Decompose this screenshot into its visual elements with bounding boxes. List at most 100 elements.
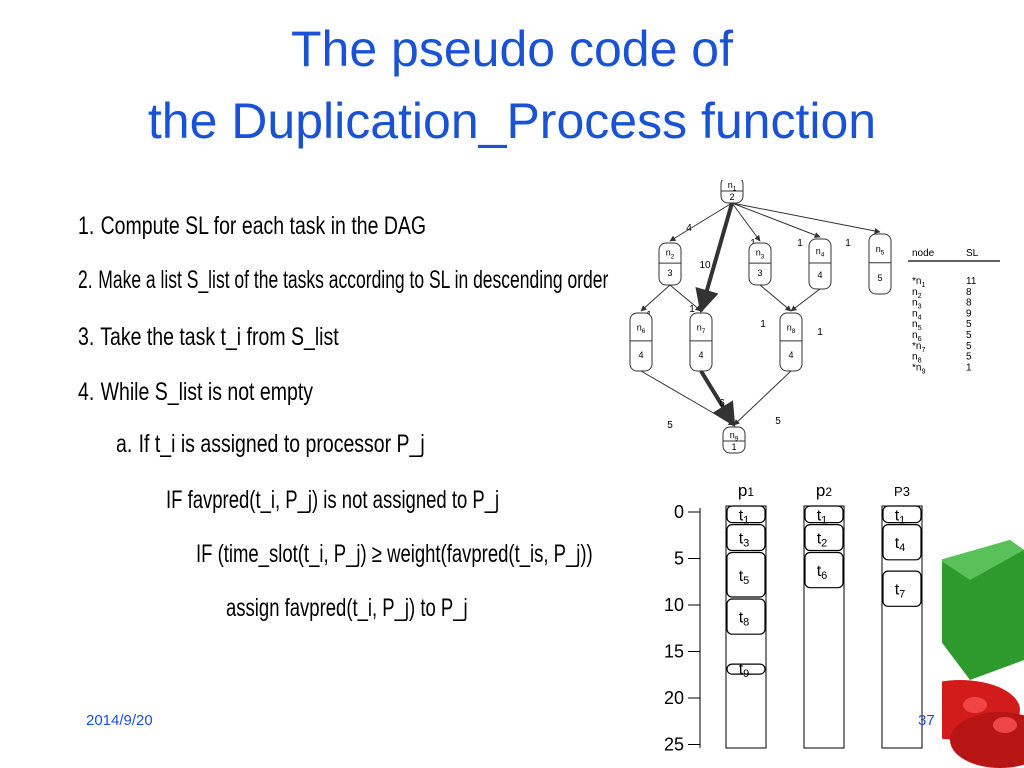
task-block-t8: t8	[726, 598, 766, 635]
sl-value: 5	[966, 319, 972, 330]
dag-node-weight: 2	[729, 192, 734, 202]
dag-node-weight: 3	[667, 268, 672, 278]
time-tick-label: 5	[674, 549, 684, 569]
dag-edge-n1-n5	[731, 202, 881, 234]
sl-row: *n7 5	[912, 341, 972, 354]
task-label: t5	[739, 568, 750, 587]
dag-node-weight: 5	[877, 273, 882, 283]
task-block-t3: t3	[726, 523, 766, 552]
dag-edge-n1-n2	[669, 202, 733, 242]
dag-node-label: n1	[728, 180, 737, 193]
processor-label: p2	[816, 481, 832, 500]
dag-node-label: n6	[637, 322, 646, 335]
dag-node-n9: n91	[722, 426, 746, 454]
sl-node: *n9	[912, 362, 925, 375]
dag-node-weight: 4	[698, 350, 703, 360]
dag-edge-n2-n6	[640, 284, 671, 312]
sl-header-node: node	[912, 248, 935, 259]
sl-row: *n9 1	[912, 362, 972, 375]
task-block-t4: t4	[882, 523, 922, 561]
dag-edge-weight: 6	[719, 398, 725, 409]
sl-row: *n1 11	[912, 276, 977, 289]
title-line-1: The pseudo code of	[291, 21, 733, 77]
sl-value: 8	[966, 287, 972, 298]
code-line-4: 4. While S_list is not empty	[78, 378, 313, 406]
code-line-8: assign favpred(t_i, P_j) to P_j	[226, 594, 468, 622]
dag-node-weight: 1	[731, 442, 736, 452]
sl-value: 5	[966, 341, 972, 352]
dag-edge-n2-n7	[669, 284, 702, 312]
sl-node: *n1	[912, 276, 925, 289]
code-line-2: 2. Make a list S_list of the tasks accor…	[78, 266, 609, 294]
task-label: t6	[817, 563, 828, 582]
task-label: t9	[739, 661, 750, 680]
code-line-3: 3. Take the task t_i from S_list	[78, 323, 339, 351]
task-block-t1: t1	[804, 505, 844, 526]
task-label: t1	[739, 507, 750, 526]
task-block-t5: t5	[726, 551, 766, 598]
sl-value: 11	[966, 276, 977, 287]
dag-node-n7: n74	[689, 312, 713, 372]
sl-value: 5	[966, 352, 972, 363]
dag-node-n4: n4 4	[808, 238, 832, 290]
time-tick-label: 0	[674, 502, 684, 522]
dag-edge-n8-n9	[733, 370, 792, 426]
dag-edge-weight: 4	[686, 223, 692, 234]
slide-number: 37	[918, 712, 935, 729]
dag-edge-weight: 1	[689, 304, 695, 315]
task-label: t2	[817, 531, 828, 550]
dag-edge-n3-n8	[759, 284, 792, 312]
processor-label: p1	[738, 481, 754, 500]
task-label: t1	[895, 507, 906, 526]
time-tick-label: 15	[664, 642, 684, 662]
dag-node-label: n4	[816, 246, 825, 259]
dag-node-n3: n33	[748, 242, 772, 286]
dag-edge-n1-n3	[731, 202, 761, 242]
dag-edge-n1-n7	[695, 202, 734, 314]
dag-edge-n1-n4	[731, 202, 821, 238]
dag-node-n8: n84	[779, 312, 803, 372]
sl-row: n2 8	[912, 287, 972, 300]
dag-edge-weight: 1	[760, 319, 766, 330]
dag-node-weight: 4	[638, 350, 643, 360]
dag-node-label: n5	[876, 244, 885, 257]
slide-date: 2014/9/20	[86, 712, 153, 729]
dag-edge-weight: 1	[845, 238, 851, 249]
sl-row: n5 5	[912, 319, 972, 332]
dag-diagram: 4101111111565 n12n23n33n44n55n64n74n84n9…	[629, 180, 1000, 454]
task-block-t9: t9	[726, 661, 766, 680]
title-line-2: the Duplication_Process function	[147, 93, 877, 149]
sl-value: 8	[966, 298, 972, 309]
sl-value: 1	[966, 362, 972, 373]
dag-edge-n4-n8	[790, 288, 821, 312]
time-tick-label: 10	[664, 595, 684, 615]
code-line-7: IF (time_slot(t_i, P_j) ≥ weight(favpred…	[196, 540, 593, 568]
code-line-5: a. If t_i is assigned to processor P_j	[116, 430, 425, 458]
dag-edge-n7-n9	[699, 369, 736, 428]
dag-node-n6: n6 4	[629, 312, 653, 372]
task-block-t7: t7	[882, 570, 922, 607]
processor-label: P3	[894, 484, 910, 499]
sl-node: n4	[912, 308, 922, 321]
task-block-t2: t2	[804, 523, 844, 552]
code-line-6: IF favpred(t_i, P_j) is not assigned to …	[166, 486, 500, 514]
task-label: t7	[895, 582, 906, 601]
processor-column-2: p2 t1 t2 t6	[803, 481, 845, 749]
sl-node: *n7	[912, 341, 925, 354]
dag-node-weight: 4	[817, 270, 822, 280]
task-label: t8	[739, 610, 750, 629]
sl-header-sl: SL	[966, 248, 979, 259]
sl-node: n2	[912, 287, 922, 300]
time-tick-label: 25	[664, 735, 684, 755]
sl-node: n5	[912, 319, 922, 332]
dag-node-label: n9	[730, 430, 739, 443]
dag-node-weight: 3	[757, 268, 762, 278]
